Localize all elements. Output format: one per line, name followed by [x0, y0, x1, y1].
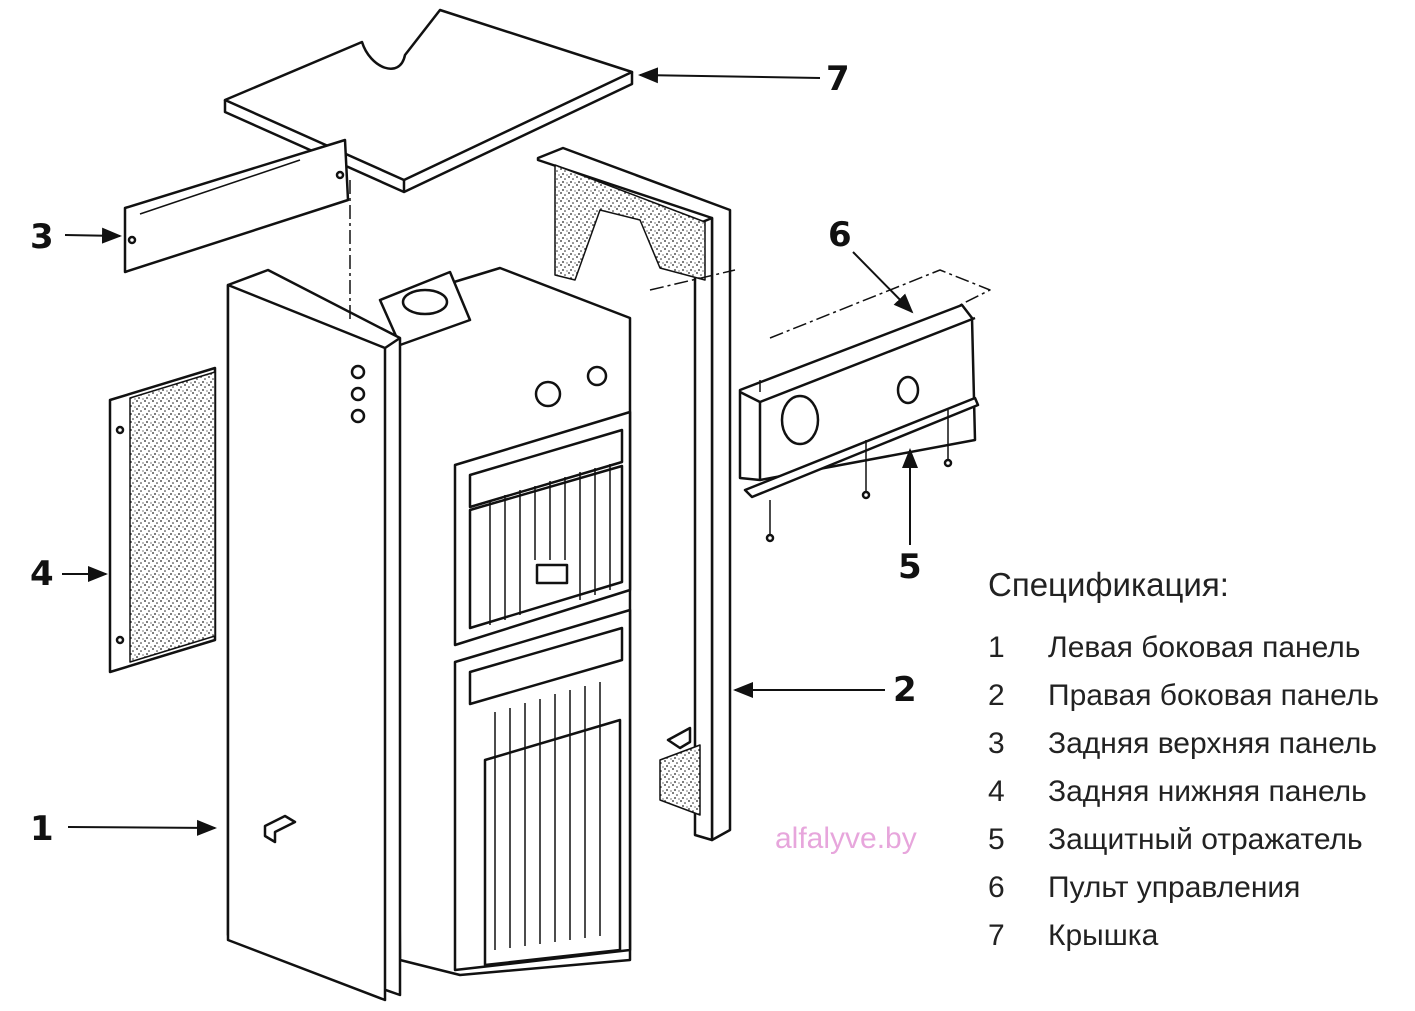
control-panel-part — [738, 303, 977, 482]
spec-item-number: 5 — [988, 823, 1005, 856]
spec-item-label: Задняя верхняя панель — [1048, 727, 1378, 760]
callout-1: 1 — [30, 809, 54, 849]
protective-reflector-part — [743, 396, 980, 543]
spec-item-number: 2 — [988, 679, 1005, 712]
spec-item: 5 Защитный отражатель — [988, 816, 1379, 864]
rear-upper-panel-part — [123, 138, 350, 274]
watermark-text: alfalyve.by — [775, 822, 917, 855]
spec-item: 7 Крышка — [988, 912, 1379, 960]
boiler-body — [378, 266, 632, 977]
specification-title: Спецификация: — [988, 566, 1229, 603]
spec-item-number: 4 — [988, 775, 1005, 808]
top-cover-part — [223, 8, 634, 194]
callout-5: 5 — [898, 547, 922, 587]
spec-item-number: 6 — [988, 871, 1005, 904]
left-side-panel-part — [226, 268, 402, 1002]
spec-item-label: Правая боковая панель — [1048, 679, 1379, 712]
specification-list: Спецификация: 1 Левая боковая панель 2 Пра… — [988, 566, 1379, 960]
spec-item: 6 Пульт управления — [988, 864, 1379, 912]
spec-item-label: Защитный отражатель — [1048, 823, 1363, 856]
spec-item-number: 7 — [988, 919, 1005, 952]
spec-item-label: Крышка — [1048, 919, 1159, 952]
callout-6: 6 — [828, 215, 852, 255]
spec-item-number: 3 — [988, 727, 1005, 760]
spec-item: 3 Задняя верхняя панель — [988, 720, 1379, 768]
spec-item-label: Пульт управления — [1048, 871, 1301, 904]
spec-item: 2 Правая боковая панель — [988, 672, 1379, 720]
spec-item-label: Задняя нижняя панель — [1048, 775, 1367, 808]
spec-item-label: Левая боковая панель — [1048, 631, 1361, 664]
callout-7: 7 — [826, 59, 850, 99]
right-side-panel-part — [536, 146, 732, 842]
spec-item-number: 1 — [988, 631, 1005, 664]
spec-item: 1 Левая боковая панель — [988, 624, 1379, 672]
rear-lower-panel-part — [108, 366, 217, 674]
callout-2: 2 — [893, 670, 917, 710]
spec-item: 4 Задняя нижняя панель — [988, 768, 1379, 816]
callout-4: 4 — [30, 554, 54, 594]
callout-3: 3 — [30, 217, 54, 257]
